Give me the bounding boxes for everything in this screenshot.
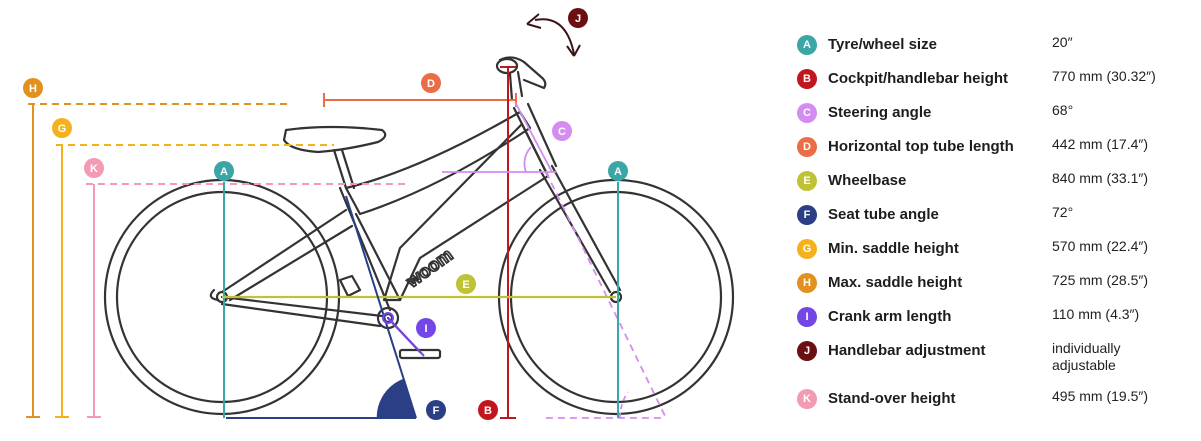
badge-j: J	[568, 8, 588, 28]
legend-label: Horizontal top tube length	[828, 138, 1014, 155]
legend-badge: H	[797, 273, 817, 293]
legend-row-e: E Wheelbase 840 mm (33.1″)	[792, 166, 1192, 200]
dim-k-stand-over-height	[86, 183, 410, 418]
dim-h-max-saddle-height	[26, 103, 288, 418]
svg-text:H: H	[29, 83, 37, 95]
legend-row-d: D Horizontal top tube length 442 mm (17.…	[792, 132, 1192, 166]
badge-f: F	[426, 400, 446, 420]
legend-badge: I	[797, 307, 817, 327]
dim-d-top-tube-length	[323, 93, 517, 107]
legend-row-f: F Seat tube angle 72°	[792, 200, 1192, 234]
badge-h: H	[23, 78, 43, 98]
legend-value: 770 mm (30.32″)	[1052, 68, 1156, 84]
badge-e: E	[456, 274, 476, 294]
legend-badge: D	[797, 137, 817, 157]
bike-geometry-diagram: woom	[23, 8, 735, 420]
legend-label: Wheelbase	[828, 172, 907, 189]
legend-value: 110 mm (4.3″)	[1052, 306, 1140, 322]
legend-label: Max. saddle height	[828, 274, 963, 291]
legend-label: Steering angle	[828, 104, 932, 121]
svg-text:E: E	[462, 279, 469, 291]
badge-i: I	[416, 318, 436, 338]
seat-tube-angle-arc	[377, 380, 416, 418]
badge-g: G	[52, 118, 72, 138]
legend-label: Stand-over height	[828, 390, 956, 407]
dim-a-wheel-size	[223, 182, 619, 418]
badge-a-front: A	[608, 161, 628, 181]
dim-c-steering-angle	[442, 101, 667, 419]
legend-value: 68°	[1052, 102, 1074, 118]
dim-g-min-saddle-height	[55, 144, 334, 418]
legend-row-k: K Stand-over height 495 mm (19.5″)	[792, 384, 1192, 418]
badge-d: D	[421, 73, 441, 93]
svg-text:G: G	[58, 123, 67, 135]
legend-badge: B	[797, 69, 817, 89]
stem	[508, 70, 524, 102]
legend-value: individually adjustable	[1052, 340, 1121, 373]
legend-value: 840 mm (33.1″)	[1052, 170, 1148, 186]
legend-label: Cockpit/handlebar height	[828, 70, 1009, 87]
legend-badge: F	[797, 205, 817, 225]
svg-text:A: A	[614, 166, 622, 178]
legend-row-j: J Handlebar adjustment individually adju…	[792, 336, 1192, 380]
badge-a-rear: A	[214, 161, 234, 181]
dim-i-crank-arm	[382, 312, 425, 357]
svg-text:C: C	[558, 126, 566, 138]
legend-badge: C	[797, 103, 817, 123]
legend-row-c: C Steering angle 68°	[792, 98, 1192, 132]
chain-stay	[220, 295, 384, 328]
seat-stay	[220, 208, 354, 302]
legend-value: 570 mm (22.4″)	[1052, 238, 1148, 254]
svg-text:D: D	[427, 78, 435, 90]
legend-label: Seat tube angle	[828, 206, 939, 223]
legend-value: 725 mm (28.5″)	[1052, 272, 1148, 288]
legend-badge: E	[797, 171, 817, 191]
legend-label: Crank arm length	[828, 308, 952, 325]
badge-b: B	[478, 400, 498, 420]
chain-guard	[338, 274, 362, 298]
top-tube	[344, 110, 532, 216]
svg-text:F: F	[433, 405, 440, 417]
svg-text:K: K	[90, 163, 98, 175]
legend-value: 72°	[1052, 204, 1074, 220]
legend-label: Min. saddle height	[828, 240, 959, 257]
legend-badge: G	[797, 239, 817, 259]
badge-k: K	[84, 158, 104, 178]
legend-row-g: G Min. saddle height 570 mm (22.4″)	[792, 234, 1192, 268]
legend-badge: A	[797, 35, 817, 55]
svg-text:I: I	[424, 323, 427, 335]
legend-row-i: I Crank arm length 110 mm (4.3″)	[792, 302, 1192, 336]
bike-drawing	[103, 56, 735, 416]
legend-row-b: B Cockpit/handlebar height 770 mm (30.32…	[792, 64, 1192, 98]
rear-dropout	[209, 288, 220, 302]
legend-badge: J	[797, 341, 817, 361]
dim-j-handlebar-adjustment	[526, 13, 581, 57]
svg-text:J: J	[575, 13, 581, 25]
legend-label: Tyre/wheel size	[828, 36, 937, 53]
pedal	[398, 348, 442, 360]
legend-value: 442 mm (17.4″)	[1052, 136, 1148, 152]
badge-c: C	[552, 121, 572, 141]
handlebar	[498, 56, 547, 90]
svg-text:A: A	[220, 166, 228, 178]
legend-value: 495 mm (19.5″)	[1052, 388, 1148, 404]
legend-value: 20″	[1052, 34, 1073, 50]
saddle	[282, 125, 387, 154]
legend-row-a: A Tyre/wheel size 20″	[792, 30, 1192, 64]
legend-row-h: H Max. saddle height 725 mm (28.5″)	[792, 268, 1192, 302]
seatpost	[332, 148, 356, 190]
legend-label: Handlebar adjustment	[828, 342, 986, 359]
head-tube	[512, 102, 558, 174]
seat-tube	[338, 186, 402, 312]
dim-b-handlebar-height	[500, 66, 516, 419]
svg-text:B: B	[484, 405, 492, 417]
legend-badge: K	[797, 389, 817, 409]
